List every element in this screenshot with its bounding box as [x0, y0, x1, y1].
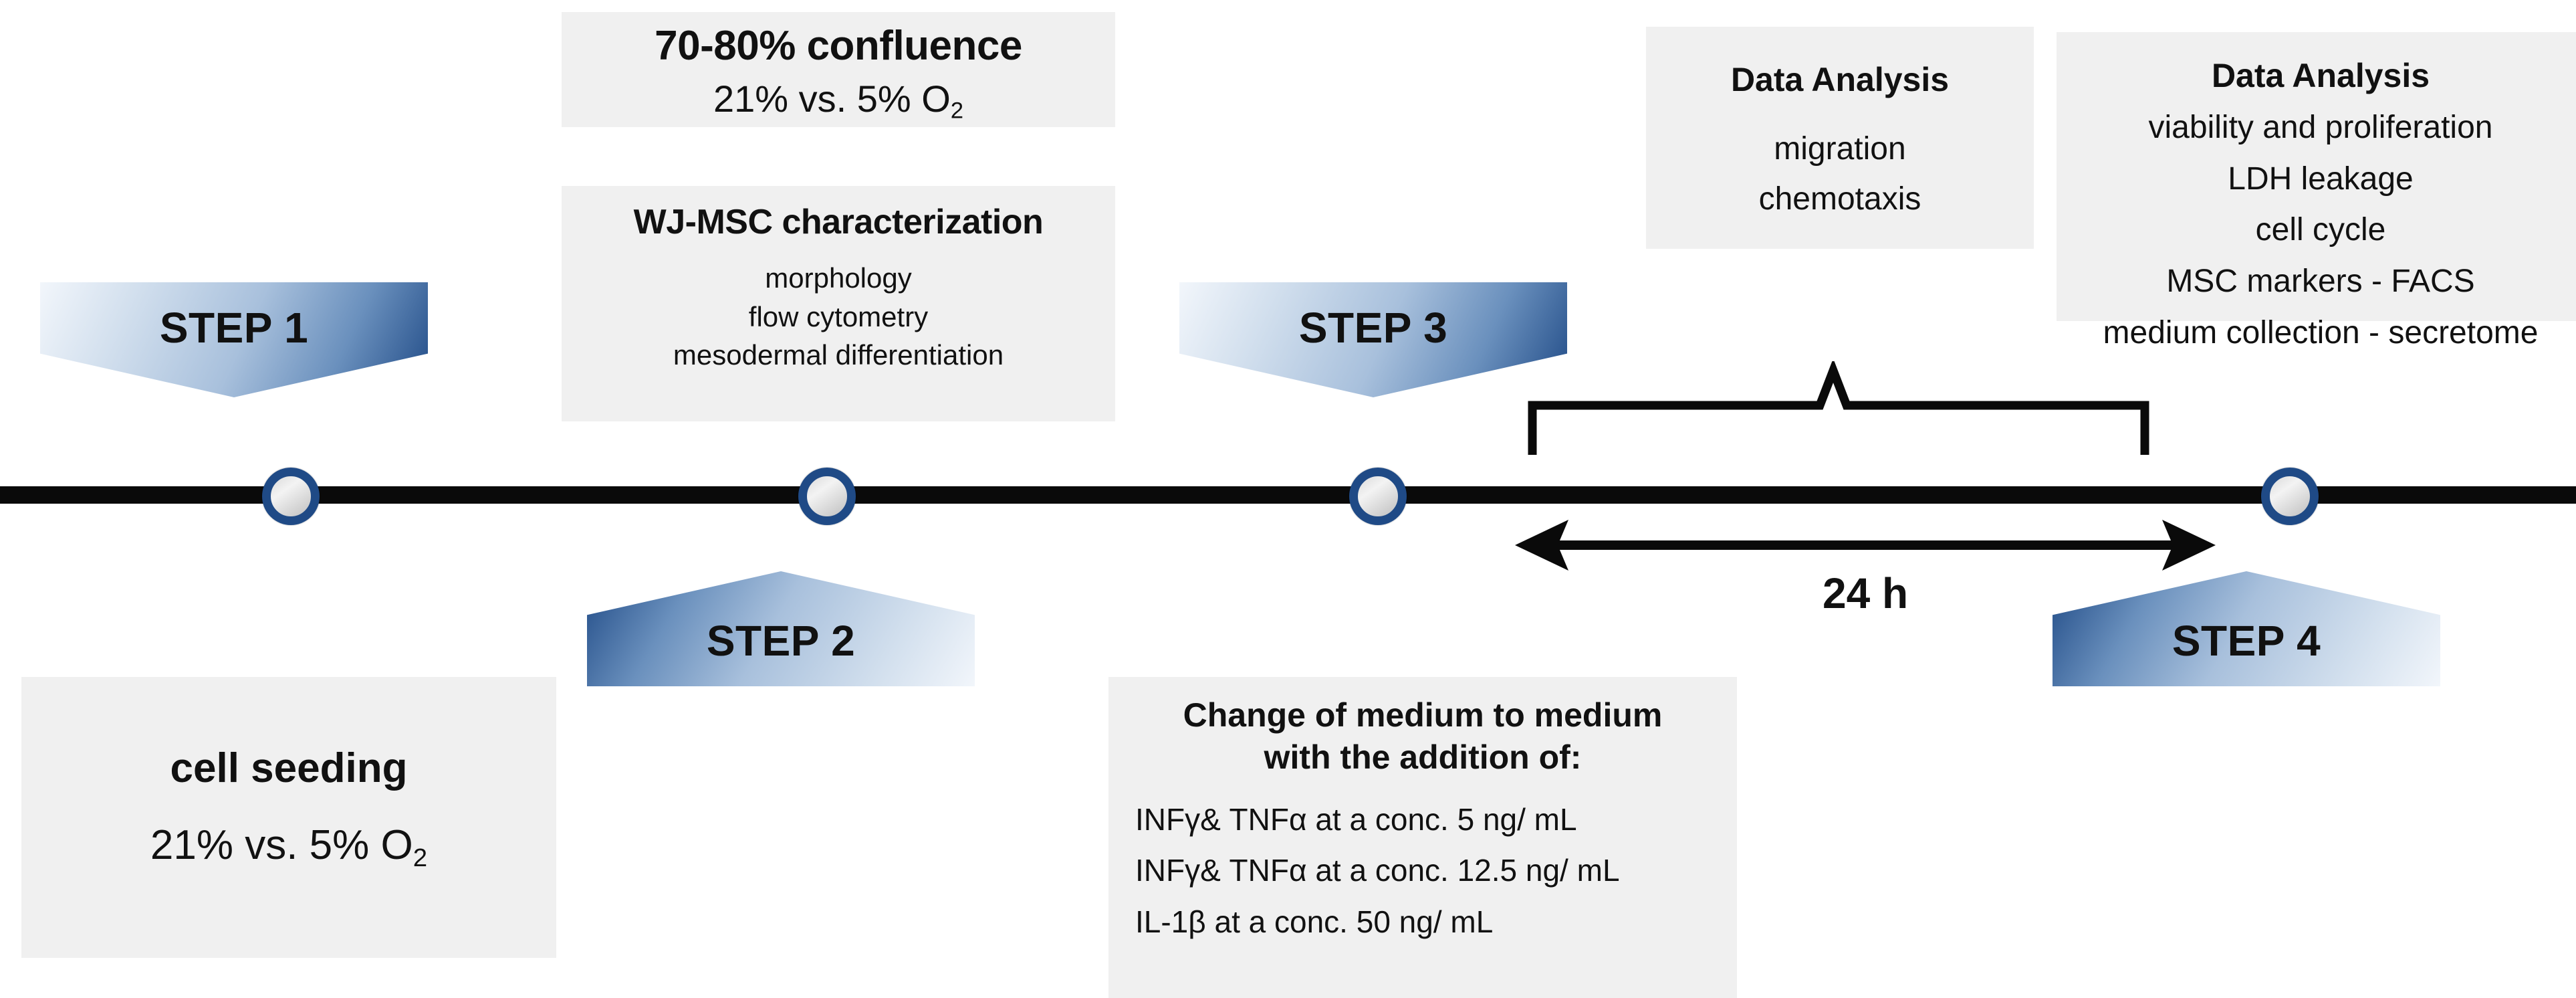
cell-seeding-oxygen-text: 21% vs. 5% O — [150, 822, 413, 869]
list-item: MSC markers - FACS — [2166, 263, 2475, 299]
data-analysis-migration-item-list: migration chemotaxis — [1646, 130, 2034, 218]
medium-change-item-list: INFγ& TNFα at a conc. 5 ng/ mL INFγ& TNF… — [1108, 801, 1737, 940]
timeline-node-3 — [1349, 468, 1407, 525]
step-banner-2: STEP 2 — [587, 571, 975, 686]
list-item: LDH leakage — [2228, 161, 2414, 197]
data-analysis-full-item-list: viability and proliferation LDH leakage … — [2057, 109, 2576, 352]
confluence-box: 70-80% confluence 21% vs. 5% O2 — [562, 12, 1115, 127]
duration-arrow-icon — [1515, 520, 2216, 571]
medium-change-box: Change of medium to medium with the addi… — [1108, 677, 1737, 998]
step-banner-1-label: STEP 1 — [159, 304, 309, 352]
step-banner-1: STEP 1 — [40, 282, 428, 397]
list-item: chemotaxis — [1758, 181, 1921, 217]
characterization-title: WJ-MSC characterization — [633, 203, 1044, 241]
list-item: migration — [1774, 131, 1906, 167]
list-item: cell cycle — [2255, 212, 2386, 248]
list-item: flow cytometry — [748, 300, 929, 332]
confluence-title: 70-80% confluence — [655, 23, 1022, 69]
step-banner-2-label: STEP 2 — [706, 617, 856, 665]
confluence-oxygen-subscript: 2 — [950, 98, 964, 124]
step-banner-3-label: STEP 3 — [1298, 304, 1448, 352]
data-analysis-full-box: Data Analysis viability and proliferatio… — [2057, 32, 2576, 351]
list-item: medium collection - secretome — [2103, 314, 2539, 351]
confluence-oxygen-text: 21% vs. 5% O — [713, 78, 951, 120]
list-item: INFγ& TNFα at a conc. 5 ng/ mL — [1135, 802, 1577, 837]
list-item: mesodermal differentiation — [673, 339, 1004, 371]
data-analysis-full-title: Data Analysis — [2211, 57, 2430, 94]
cell-seeding-box: cell seeding 21% vs. 5% O2 — [21, 677, 556, 958]
step-banner-3: STEP 3 — [1179, 282, 1567, 397]
list-item: INFγ& TNFα at a conc. 12.5 ng/ mL — [1135, 853, 1620, 888]
timeline-axis — [0, 486, 2576, 504]
characterization-box: WJ-MSC characterization morphology flow … — [562, 186, 1115, 421]
characterization-item-list: morphology flow cytometry mesodermal dif… — [562, 262, 1115, 372]
step-banner-4-label: STEP 4 — [2172, 617, 2321, 665]
cell-seeding-oxygen-subscript: 2 — [413, 843, 428, 872]
timeline-node-4 — [2261, 468, 2319, 525]
cell-seeding-oxygen-line: 21% vs. 5% O2 — [21, 821, 556, 873]
timeline-node-1 — [262, 468, 320, 525]
confluence-oxygen-line: 21% vs. 5% O2 — [562, 77, 1115, 125]
medium-change-title-line-1: Change of medium to medium — [1183, 696, 1663, 734]
data-analysis-migration-box: Data Analysis migration chemotaxis — [1646, 27, 2034, 249]
list-item: viability and proliferation — [2148, 110, 2493, 145]
medium-change-title-line-2: with the addition of: — [1264, 738, 1582, 776]
cell-seeding-title: cell seeding — [170, 745, 408, 791]
list-item: morphology — [765, 262, 912, 294]
list-item: IL-1β at a conc. 50 ng/ mL — [1135, 904, 1494, 939]
data-analysis-migration-title: Data Analysis — [1730, 61, 1950, 98]
duration-label: 24 h — [1822, 569, 1909, 617]
timeline-node-2 — [798, 468, 856, 525]
interval-bracket-icon — [1528, 361, 2149, 455]
